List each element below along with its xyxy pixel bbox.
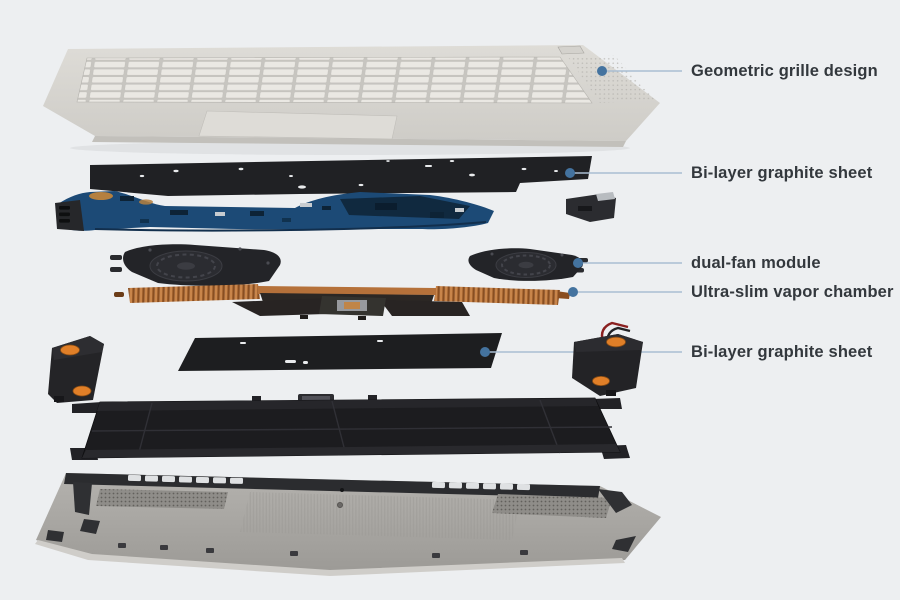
keyboard-keys: [76, 56, 593, 104]
label-ultra-slim-vapor-chamber: Ultra-slim vapor chamber: [691, 283, 894, 301]
bottom-case-front-rim: [35, 540, 625, 576]
right-speaker: [572, 321, 643, 396]
callout-dot-2: [565, 168, 575, 178]
board-components: [120, 196, 464, 223]
graphite-sheet-top-holes: [139, 160, 558, 189]
graphite-sheet-top: [90, 156, 592, 196]
daughter-board: [566, 192, 616, 222]
deck-front-edge: [92, 136, 626, 147]
label-bilayer-graphite-sheet-top: Bi-layer graphite sheet: [691, 164, 873, 182]
left-speaker-grommet-bottom: [72, 385, 92, 397]
motherboard: [55, 191, 494, 232]
power-button: [557, 45, 585, 55]
right-fan: [468, 248, 588, 281]
center-screw: [336, 501, 343, 508]
callout-dot-5: [480, 347, 490, 357]
right-speaker-grommet-bottom: [592, 375, 610, 386]
corner-brackets: [46, 482, 636, 552]
vapor-chamber: [114, 284, 570, 320]
battery-front-edge: [82, 444, 620, 458]
graphite-sheet-bottom-holes: [240, 340, 383, 364]
vapor-fins-left: [128, 284, 260, 303]
callout-dot-1: [597, 66, 607, 76]
trackpad: [198, 110, 398, 140]
io-port-slots: [59, 206, 70, 223]
mesh-left: [96, 489, 228, 509]
left-speaker-grommet-top: [60, 344, 80, 356]
board-bottom-edge: [94, 221, 487, 232]
left-fan: [110, 244, 281, 286]
callout-dot-3: [573, 258, 583, 268]
label-dual-fan-module: dual-fan module: [691, 254, 821, 272]
label-geometric-grille-design: Geometric grille design: [691, 62, 878, 80]
screw-bosses: [118, 543, 528, 558]
right-speaker-grommet-top: [606, 336, 626, 348]
mesh-right: [492, 494, 612, 518]
speaker-grille-area: [568, 55, 655, 103]
label-bilayer-graphite-sheet-bottom: Bi-layer graphite sheet: [691, 343, 873, 361]
daughter-board-chip: [578, 206, 592, 211]
copper-coil-2: [139, 199, 153, 205]
bottom-case-ribs: [240, 492, 520, 540]
callouts: [565, 66, 682, 297]
graphite-sheet-top-body: [90, 156, 592, 196]
vapor-heatpipe: [258, 286, 436, 295]
rear-strip-screw: [340, 488, 344, 492]
callout-dot-4: [568, 287, 578, 297]
graphite-sheet-bottom: [178, 333, 502, 371]
graphite-sheet-bottom-body: [178, 333, 502, 371]
battery-cell-seams: [91, 399, 613, 457]
left-speaker: [48, 336, 104, 403]
rear-vent-slots: [127, 474, 531, 491]
daughter-board-connector: [596, 192, 615, 201]
keyboard-deck: [43, 45, 660, 155]
battery: [70, 394, 630, 460]
copper-coil: [89, 192, 113, 200]
bottom-case: [35, 473, 661, 576]
vapor-fins-right: [434, 286, 560, 305]
